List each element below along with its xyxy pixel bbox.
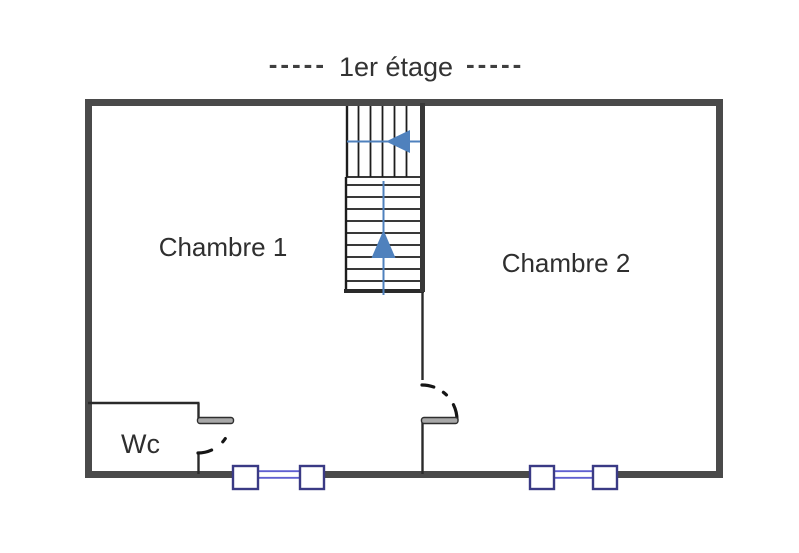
chambre-door-swing-arc [420, 383, 459, 422]
window-1-glass [256, 470, 302, 479]
staircase [344, 106, 424, 295]
floor-title-dashes-right: ----- [466, 49, 524, 79]
wc-door [196, 416, 235, 455]
floor-title-dashes-left: ----- [269, 49, 327, 79]
stair-arrow-up-icon [371, 230, 396, 258]
floor-title: 1er étage [339, 52, 453, 82]
room-label-chambre1: Chambre 1 [159, 232, 288, 262]
floor-title-group: ----- 1er étage ----- [269, 49, 524, 82]
window-1-frame-right [298, 464, 326, 491]
window-2-glass [553, 470, 595, 479]
wc-door-leaf [196, 416, 235, 425]
stair-arrow-left-icon [386, 130, 410, 153]
chambre-door-leaf [420, 416, 459, 425]
window-1-frame-left [231, 464, 260, 491]
stair-direction-arrows [347, 130, 420, 295]
room-label-chambre2: Chambre 2 [502, 248, 631, 278]
outer-walls [85, 99, 723, 478]
wc-walls [88, 401, 200, 474]
window-1 [231, 464, 326, 491]
window-2 [528, 464, 619, 491]
room-label-wc: Wc [121, 429, 160, 459]
chambre-door [420, 383, 459, 425]
window-2-frame-right [591, 464, 619, 491]
wc-door-swing-arc [196, 418, 233, 455]
window-2-frame-left [528, 464, 556, 491]
